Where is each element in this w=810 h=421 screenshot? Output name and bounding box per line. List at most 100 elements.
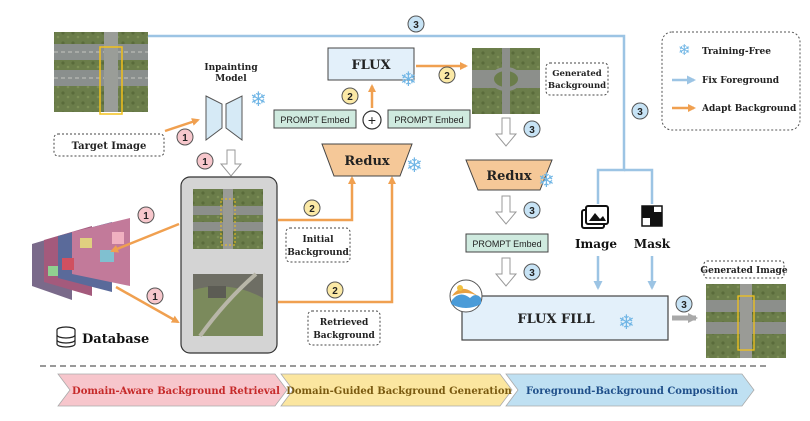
prompt-embed-bottom: [465, 233, 549, 253]
legend-adapt-background: Adapt Background: [701, 104, 797, 114]
initial-background-label-box: [285, 227, 351, 263]
redux-right-label: Redux: [486, 169, 532, 184]
step-3-badge: [631, 102, 649, 120]
svg-text:3: 3: [529, 125, 535, 136]
svg-text:2: 2: [347, 92, 353, 103]
stage-generation: [280, 373, 513, 407]
svg-text:+: +: [368, 112, 376, 128]
plus-icon: [362, 110, 382, 130]
svg-text:2: 2: [444, 71, 450, 82]
arrow-database-to-panel: [115, 285, 180, 324]
down-arrow-redux: [494, 195, 518, 225]
step-3-badge: [523, 120, 541, 138]
down-arrow-generated: [494, 117, 518, 147]
svg-text:1: 1: [143, 211, 149, 222]
initial-background-label-line2: Background: [287, 248, 349, 258]
landscape-image-icon: [449, 279, 483, 313]
generated-background-label-line2: Background: [548, 81, 606, 91]
inpainting-model-label-line2: Model: [215, 74, 247, 84]
step-2-badge: [341, 87, 359, 105]
mask-icon: [641, 205, 663, 227]
step-2-badge: [326, 281, 344, 299]
initial-background-photo: [193, 189, 263, 249]
prompt-embed-left: [273, 109, 357, 129]
retrieved-background-photo: [193, 272, 263, 338]
svg-text:PROMPT Embed: PROMPT Embed: [280, 115, 349, 125]
inpainting-model-icon: [205, 95, 243, 141]
generated-background-photo: [472, 48, 540, 114]
svg-text:3: 3: [529, 268, 535, 279]
arrow-target-to-inpainting: [164, 118, 200, 133]
step-3-badge: [675, 295, 693, 313]
svg-text:3: 3: [637, 107, 643, 118]
legend-box: [661, 31, 801, 131]
stage-composition-label: Foreground-Background Composition: [526, 386, 739, 397]
retrieved-background-label-box: [307, 310, 381, 346]
database-icon: [56, 326, 76, 348]
arrow-initial-to-redux: [278, 176, 356, 222]
generated-background-label-box: [545, 62, 609, 96]
prompt-embed-right: [387, 109, 471, 129]
generated-image-photo: [706, 284, 786, 358]
step-2-badge: [438, 66, 456, 84]
svg-text:3: 3: [681, 300, 687, 311]
svg-text:3: 3: [413, 20, 419, 31]
step-2-badge: [303, 199, 321, 217]
target-image-label: Target Image: [72, 141, 147, 152]
step-1-badge: [176, 128, 194, 146]
initial-background-label-line1: Initial: [303, 235, 335, 245]
redux-top-label: Redux: [344, 154, 390, 169]
arrow-panel-to-database: [110, 222, 180, 253]
snowflake-icon: ❄: [618, 312, 635, 334]
redux-block-top: [321, 143, 413, 177]
legend-fix-foreground: Fix Foreground: [702, 76, 780, 86]
flux-block: [327, 47, 415, 81]
target-image-photo: [54, 32, 148, 115]
blue-line-target-to-mask: [624, 168, 654, 204]
retrieved-background-label-line2: Background: [313, 331, 375, 341]
image-label: Image: [575, 237, 617, 251]
snowflake-icon: ❄: [538, 170, 555, 192]
svg-text:1: 1: [152, 292, 158, 303]
mask-label: Mask: [634, 237, 671, 251]
arrow-retrieved-to-redux: [278, 176, 396, 304]
retrieved-background-label-line1: Retrieved: [320, 318, 369, 328]
step-3-badge: [523, 201, 541, 219]
step-1-badge: [196, 152, 214, 170]
legend-training-free: Training-Free: [702, 47, 771, 57]
target-image-label-box: [53, 133, 165, 157]
svg-text:1: 1: [182, 133, 188, 144]
svg-text:3: 3: [529, 206, 535, 217]
generated-image-label-box: [703, 260, 785, 279]
snowflake-icon: ❄: [400, 69, 417, 91]
legend-snowflake-icon: ❄: [678, 42, 691, 59]
svg-text:1: 1: [202, 157, 208, 168]
step-1-badge: [146, 287, 164, 305]
down-arrow-prompt: [494, 257, 518, 287]
step-1-badge: [137, 206, 155, 224]
flux-label: FLUX: [351, 58, 391, 73]
database-image-collage: [32, 218, 130, 300]
inpainting-model-label-line1: Inpainting: [204, 63, 258, 73]
svg-text:2: 2: [332, 286, 338, 297]
step-3-badge: [407, 15, 425, 33]
stage-retrieval: [57, 373, 288, 407]
stage-generation-label: Domain-Guided Background Generation: [286, 386, 512, 397]
stage-retrieval-label: Domain-Aware Background Retrieval: [72, 386, 280, 397]
image-icon: [581, 205, 609, 229]
step-3-badge: [523, 263, 541, 281]
svg-text:2: 2: [309, 204, 315, 215]
generated-background-label-line1: Generated: [552, 69, 602, 79]
svg-text:PROMPT Embed: PROMPT Embed: [394, 115, 463, 125]
down-arrow-inpainting: [219, 149, 243, 177]
snowflake-icon: ❄: [406, 155, 423, 177]
database-label: Database: [82, 332, 149, 347]
stage-composition: [505, 373, 755, 407]
snowflake-icon: ❄: [250, 89, 267, 111]
flux-fill-block: [461, 295, 669, 341]
flux-fill-label: FLUX FILL: [517, 312, 594, 327]
svg-text:PROMPT Embed: PROMPT Embed: [472, 239, 541, 249]
generated-image-label: Generated Image: [700, 266, 787, 276]
redux-block-right: [465, 159, 553, 191]
